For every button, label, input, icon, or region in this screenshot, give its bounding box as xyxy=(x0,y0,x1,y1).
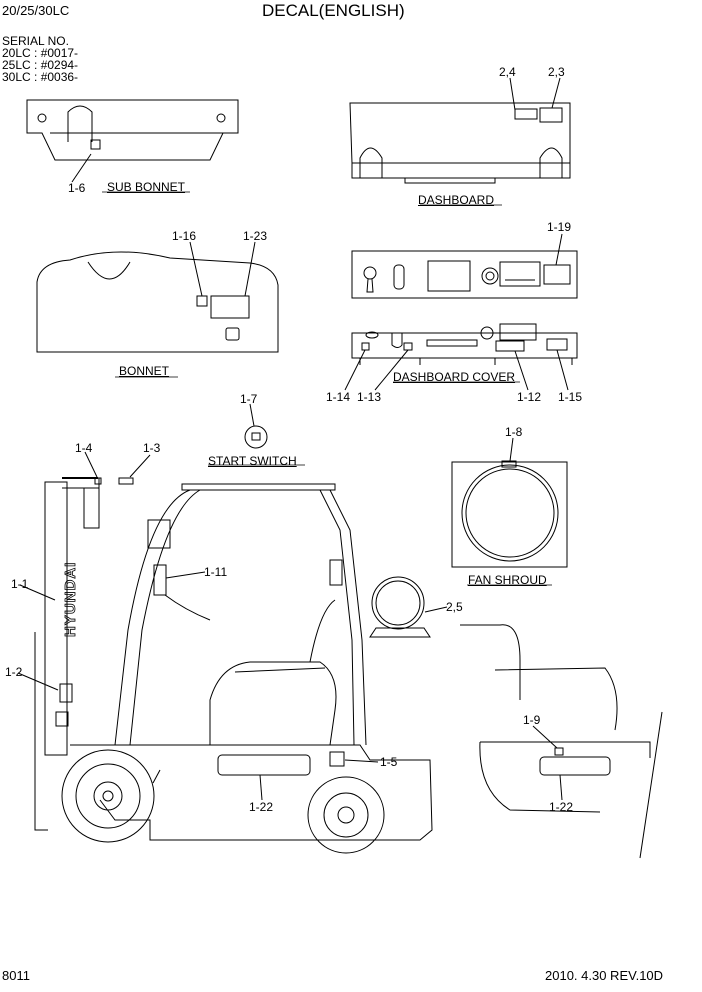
callout-1-11: 1-11 xyxy=(204,565,228,579)
caption-bonnet: BONNET xyxy=(119,364,170,378)
callout-1-16: 1-16 xyxy=(172,229,197,243)
decal-1-8 xyxy=(502,461,516,467)
decal-2-4 xyxy=(515,109,537,119)
callout-2-5: 2,5 xyxy=(446,600,463,614)
callout-1-13: 1-13 xyxy=(357,390,382,404)
callout-1-22-left: 1-22 xyxy=(249,800,274,814)
model-number: 20/25/30LC xyxy=(2,3,70,18)
decal-1-15 xyxy=(547,339,567,350)
decal-1-23 xyxy=(211,296,249,318)
callout-2-4: 2,4 xyxy=(499,65,516,79)
callout-1-7: 1-7 xyxy=(240,392,258,406)
dashboard-drawing xyxy=(350,78,570,205)
decal-1-11 xyxy=(154,565,166,595)
forklift-side-drawing xyxy=(18,452,447,853)
page-title: DECAL(ENGLISH) xyxy=(262,1,405,20)
callout-1-9: 1-9 xyxy=(523,713,541,727)
decal-1-16 xyxy=(197,296,207,306)
callout-1-14: 1-14 xyxy=(326,390,351,404)
decal-1-6 xyxy=(91,140,100,149)
callout-1-5: 1-5 xyxy=(380,755,398,769)
caption-start-switch: START SWITCH xyxy=(208,454,297,468)
callout-1-12: 1-12 xyxy=(517,390,542,404)
bonnet-drawing xyxy=(37,242,278,377)
callout-1-3: 1-3 xyxy=(143,441,161,455)
start-switch-drawing xyxy=(208,404,305,465)
decal-1-19 xyxy=(544,265,570,284)
serial-30lc: 30LC : #0036- xyxy=(2,70,79,84)
callout-1-8: 1-8 xyxy=(505,425,523,439)
callout-1-19: 1-19 xyxy=(547,220,572,234)
dashboard-top-drawing xyxy=(352,234,577,298)
date-revision: 2010. 4.30 REV.10D xyxy=(545,968,664,983)
decal-1-4 xyxy=(95,478,101,484)
caption-dashboard: DASHBOARD xyxy=(418,193,495,207)
decal-1-3 xyxy=(119,478,133,484)
decal-1-14 xyxy=(362,343,369,350)
decal-1-13 xyxy=(404,343,412,350)
page-number: 8011 xyxy=(2,968,30,983)
callout-2-3: 2,3 xyxy=(548,65,565,79)
fan-shroud-drawing xyxy=(452,438,567,585)
callout-1-22-right: 1-22 xyxy=(549,800,574,814)
caption-dashboard-cover: DASHBOARD COVER xyxy=(393,370,516,384)
decal-1-9 xyxy=(555,748,563,755)
caption-fan-shroud: FAN SHROUD xyxy=(468,573,547,587)
dashboard-cover-drawing xyxy=(345,324,577,390)
serial-25lc: 25LC : #0294- xyxy=(2,58,79,72)
callout-1-15: 1-15 xyxy=(558,390,583,404)
serial-heading: SERIAL NO. xyxy=(2,34,69,48)
decal-1-5 xyxy=(330,752,344,766)
caption-sub-bonnet: SUB BONNET xyxy=(107,180,186,194)
serial-20lc: 20LC : #0017- xyxy=(2,46,79,60)
decal-1-2 xyxy=(60,684,72,702)
rear-partial-drawing xyxy=(460,625,662,858)
decal-2-3 xyxy=(540,108,562,122)
sub-bonnet-drawing xyxy=(27,100,238,192)
callout-1-4: 1-4 xyxy=(75,441,93,455)
callout-1-23: 1-23 xyxy=(243,229,268,243)
callout-1-6: 1-6 xyxy=(68,181,86,195)
callout-1-2: 1-2 xyxy=(5,665,23,679)
